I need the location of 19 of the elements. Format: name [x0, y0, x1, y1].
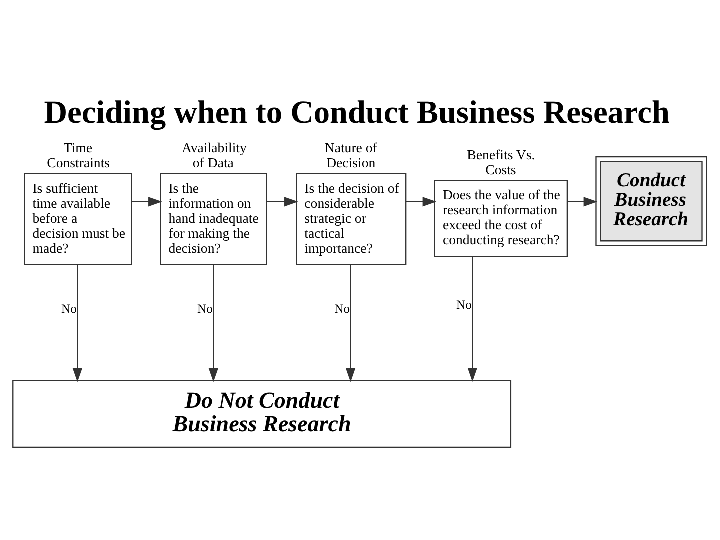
arrow	[72, 264, 83, 382]
arrow	[567, 196, 598, 206]
node-box: Conduct Business Research	[596, 156, 708, 246]
arrow	[266, 196, 298, 206]
arrow	[132, 196, 162, 206]
node-label: Availability of Data	[182, 140, 247, 170]
arrow	[208, 264, 218, 382]
edge-label: No	[62, 302, 77, 316]
node-box: Do Not Conduct Business Research	[12, 379, 512, 448]
edge-label: No	[334, 302, 350, 316]
node-label: Time Constraints	[47, 140, 110, 170]
arrow	[346, 264, 356, 382]
diagram-title: Deciding when to Conduct Business Research	[44, 93, 670, 130]
arrow	[468, 256, 478, 382]
edge-label: No	[198, 302, 213, 316]
arrow	[406, 196, 437, 206]
node-label: Nature of Decision	[324, 140, 378, 170]
edge-label: No	[456, 298, 472, 312]
node-label: Benefits Vs. Costs	[467, 146, 536, 177]
